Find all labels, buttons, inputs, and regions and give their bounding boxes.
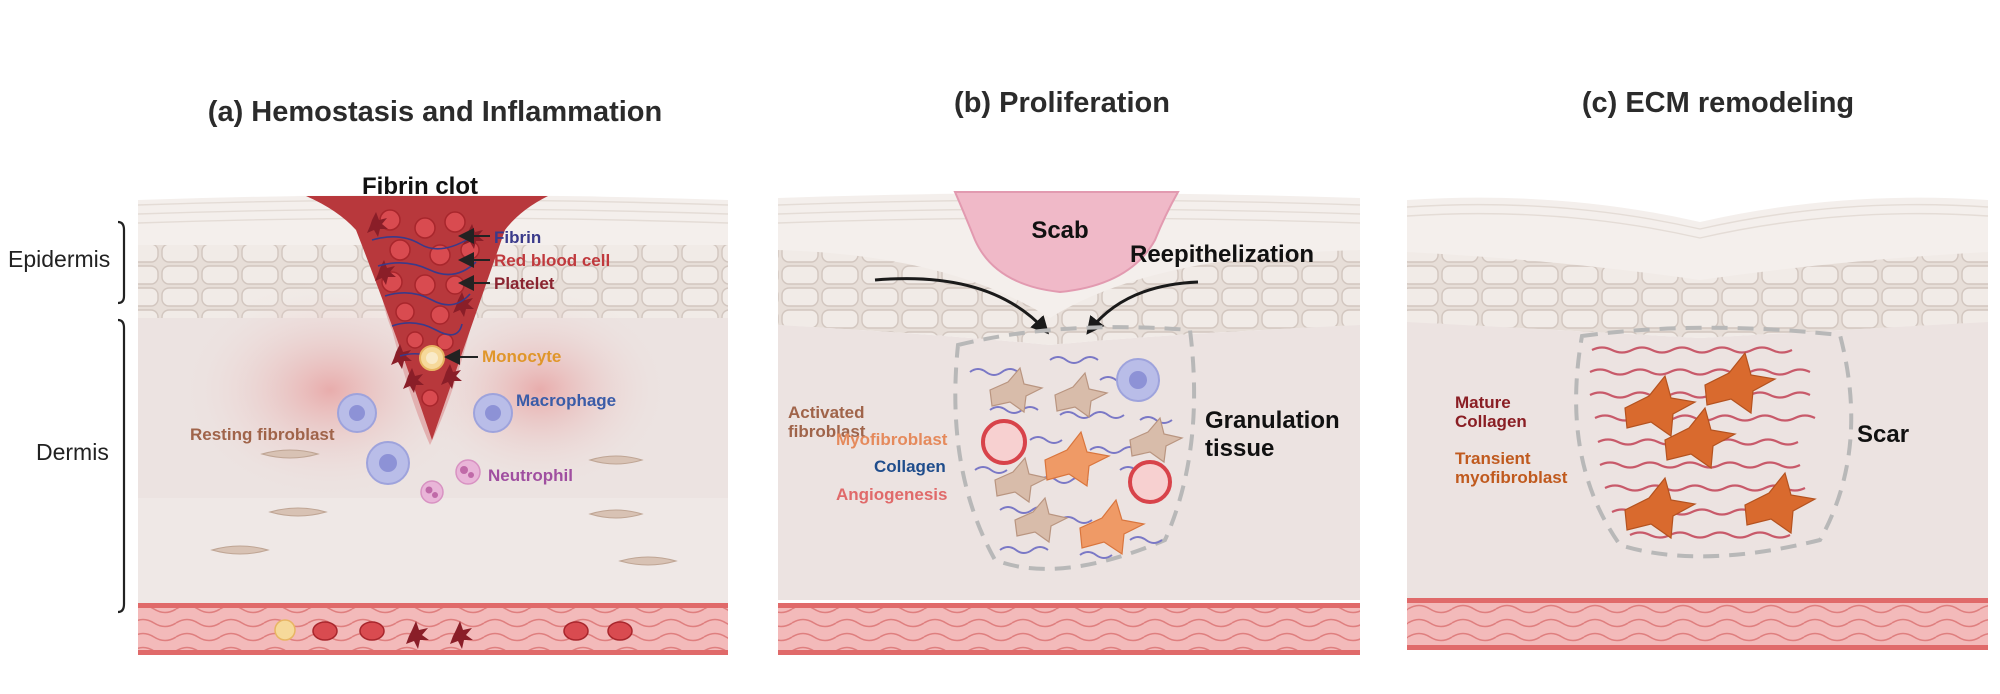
scab-label: Scab (1031, 217, 1088, 244)
resting-fibroblast-label: Resting fibroblast (190, 425, 335, 444)
layer-labels: Epidermis Dermis (8, 220, 126, 614)
granulation-region (953, 325, 1197, 571)
monocyte-label: Monocyte (482, 347, 561, 366)
panel-b-blood-vessel (778, 603, 1360, 655)
neutrophil-label: Neutrophil (488, 466, 573, 485)
angiogenesis-label: Angiogenesis (836, 485, 947, 504)
activated-fibroblast-label-wrap: Activated fibroblast (788, 403, 869, 441)
transient-myofibroblast-label: Transient (1455, 449, 1531, 468)
neutrophil-cells (420, 459, 481, 504)
scab (953, 191, 1180, 294)
activated-fibroblast-label-line2: fibroblast (788, 422, 866, 441)
vessel-cells (274, 619, 633, 649)
mature-collagen-label-line2: Collagen (1455, 412, 1527, 431)
panel-c-blood-vessel (1407, 598, 1988, 650)
activated-fibroblast-cells (989, 366, 1184, 544)
panel-b-title: (b) Proliferation (954, 87, 1170, 119)
red-blood-cell-label: Red blood cell (494, 251, 610, 270)
panel-proliferation: (b) Proliferation Scab Reepithelization (777, 87, 1361, 655)
fibrin-label: Fibrin (494, 228, 541, 247)
angiogenesis-vessels (981, 419, 1172, 504)
panel-b-epidermis-cells (778, 250, 1360, 345)
fibrin-clot (306, 196, 548, 440)
resting-fibroblast-cells (210, 449, 678, 566)
transient-myofibroblast-cells (1624, 351, 1817, 540)
reepithelization-label: Reepithelization (1130, 241, 1314, 268)
panel-a-blood-vessel (138, 603, 728, 655)
fibrin-clot-label: Fibrin clot (362, 173, 478, 200)
granulation-line1: Granulation (1205, 407, 1340, 434)
activated-fibroblast-label: Activated (788, 403, 865, 422)
mature-collagen-label-wrap: Mature Collagen (1455, 393, 1527, 431)
epidermis-label: Epidermis (8, 246, 110, 272)
epidermis-bracket (117, 220, 126, 305)
panel-hemostasis: (a) Hemostasis and Inflammation Fibrin c… (137, 96, 729, 655)
panel-c-epidermis-cells (1407, 252, 1988, 338)
reepithelization-arrow-right (1086, 280, 1199, 335)
panel-remodeling: (c) ECM remodeling (1406, 87, 1989, 650)
dermis-bracket (117, 318, 126, 614)
myofibroblast-cells (1044, 430, 1146, 556)
granulation-line2: tissue (1205, 435, 1274, 462)
scar-region (1574, 325, 1854, 559)
myofibroblast-label: Myofibroblast (836, 430, 948, 449)
reepithelization-arrow-left (874, 277, 1050, 335)
dermis-label: Dermis (36, 439, 109, 465)
panel-a-title: (a) Hemostasis and Inflammation (208, 96, 662, 128)
transient-myofibroblast-label-line2: myofibroblast (1455, 468, 1568, 487)
clot-fibrin-strands (371, 236, 477, 361)
panel-c-dermis (1407, 322, 1988, 598)
platelet-label: Platelet (494, 274, 555, 293)
scar-label: Scar (1857, 421, 1909, 448)
mature-collagen-label: Mature (1455, 393, 1511, 412)
collagen-label: Collagen (874, 457, 946, 476)
transient-myofibroblast-label-wrap: Transient myofibroblast (1455, 449, 1568, 487)
macrophage-label: Macrophage (516, 391, 616, 410)
panel-c-title: (c) ECM remodeling (1582, 87, 1854, 119)
macrophage-cells (337, 393, 513, 485)
